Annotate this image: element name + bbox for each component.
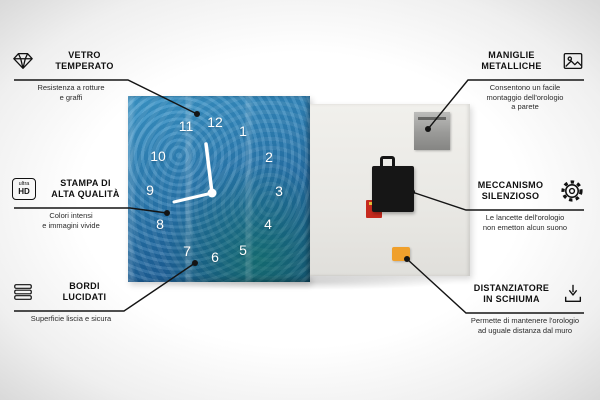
badge-ultra-label: ultra xyxy=(18,181,30,188)
callout-maniglie-metalliche: MANIGLIE METALLICHE Consentono un facile… xyxy=(466,44,584,112)
clock-mechanism xyxy=(372,166,414,212)
hanger-slot xyxy=(418,117,446,120)
callout-header: BORDI LUCIDATI xyxy=(12,275,130,309)
ultra-hd-icon: ultra HD xyxy=(12,178,36,200)
callout-header: ultra HD STAMPA DI ALTA QUALITÀ xyxy=(12,172,130,206)
callout-title: VETRO TEMPERATO xyxy=(55,50,114,71)
foam-spacer xyxy=(392,247,410,261)
callout-title: MANIGLIE METALLICHE xyxy=(481,50,542,71)
clock-back-panel xyxy=(310,104,470,276)
callout-header: DISTANZIATORE IN SCHIUMA xyxy=(466,277,584,311)
product-shadow xyxy=(140,274,460,290)
clock-number-4: 4 xyxy=(264,216,272,232)
callout-desc: Superficie liscia e sicura xyxy=(30,314,112,323)
callout-desc: Le lancette dell'orologio non emetton al… xyxy=(482,213,568,232)
clock-number-8: 8 xyxy=(156,216,164,232)
metal-hanger xyxy=(414,112,450,150)
callout-desc: Colori intensi e immagini vivide xyxy=(42,211,100,230)
callout-desc: Permette di mantenere l'orologio ad ugua… xyxy=(470,316,580,335)
callout-desc: Consentono un facile montaggio dell'orol… xyxy=(486,83,564,111)
clock-number-2: 2 xyxy=(265,149,273,165)
callout-title: BORDI LUCIDATI xyxy=(62,281,107,302)
badge-hd-label: HD xyxy=(18,186,30,196)
diamond-icon xyxy=(12,50,34,72)
clock-number-1: 1 xyxy=(239,123,247,139)
clock-number-5: 5 xyxy=(239,242,247,258)
callout-header: MECCANISMO SILENZIOSO xyxy=(466,174,584,208)
callout-stampa-alta-qualita: ultra HD STAMPA DI ALTA QUALITÀ Colori i… xyxy=(12,172,130,230)
spacer-icon xyxy=(562,283,584,305)
callout-title: STAMPA DI ALTA QUALITÀ xyxy=(51,178,120,199)
layers-icon xyxy=(12,281,34,303)
clock-number-10: 10 xyxy=(150,148,166,164)
clock-number-11: 11 xyxy=(178,118,194,134)
callout-vetro-temperato: VETRO TEMPERATO Resistenza a rotture e g… xyxy=(12,44,130,102)
picture-icon xyxy=(562,50,584,72)
clock-number-6: 6 xyxy=(211,249,219,265)
callout-bordi-lucidati: BORDI LUCIDATI Superficie liscia e sicur… xyxy=(12,275,130,324)
clock-front: 12 11 1 10 2 9 3 8 4 7 5 6 xyxy=(128,96,310,282)
clock-number-9: 9 xyxy=(146,182,154,198)
callout-title: DISTANZIATORE IN SCHIUMA xyxy=(473,283,550,304)
clock-number-3: 3 xyxy=(275,183,283,199)
clock-number-7: 7 xyxy=(183,243,191,259)
clock-number-12: 12 xyxy=(207,114,223,130)
callout-desc: Resistenza a rotture e graffi xyxy=(37,83,105,102)
callout-title: MECCANISMO SILENZIOSO xyxy=(477,180,544,201)
callout-header: VETRO TEMPERATO xyxy=(12,44,130,78)
callout-meccanismo-silenzioso: MECCANISMO SILENZIOSO Le lancette dell'o… xyxy=(466,174,584,232)
callout-distanziatore-schiuma: DISTANZIATORE IN SCHIUMA Permette di man… xyxy=(466,277,584,335)
callout-header: MANIGLIE METALLICHE xyxy=(466,44,584,78)
gear-icon xyxy=(560,179,584,203)
clock-hands xyxy=(172,142,217,204)
